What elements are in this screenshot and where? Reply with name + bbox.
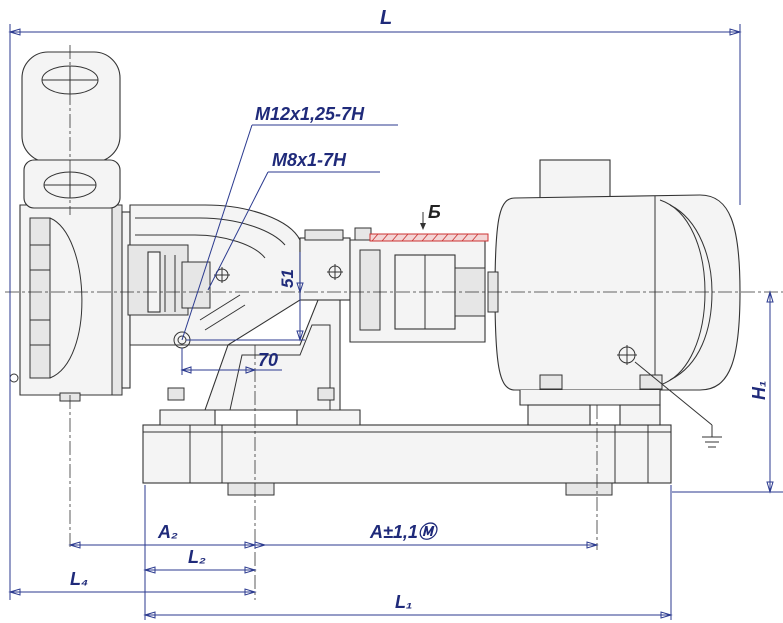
label-thread-m8: M8x1-7H: [272, 150, 347, 170]
label-H1: H₁: [749, 381, 769, 400]
dimension-lines: [8, 24, 783, 620]
label-thread-m12: M12x1,25-7H: [255, 104, 365, 124]
label-L2: L₂: [188, 547, 206, 567]
label-A2: A₂: [157, 522, 178, 542]
bearing-housing: [299, 227, 486, 343]
center-lines: [5, 45, 783, 600]
coupling-guard-hatch: [369, 233, 489, 242]
ground-symbol: [634, 361, 722, 448]
label-view-b: Б: [428, 202, 441, 222]
dimension-labels: L M12x1,25-7H M8x1-7H Б 51 70 H₁ A₂ A±1,…: [70, 7, 769, 612]
label-L1: L₁: [395, 592, 412, 612]
label-dim-70: 70: [258, 350, 278, 370]
label-A: A±1,1Ⓜ: [369, 522, 439, 542]
label-L: L: [380, 7, 392, 29]
pump-volute: [127, 204, 301, 349]
pump-nozzles: [21, 51, 121, 209]
pump-bracket: [159, 299, 361, 426]
pump-casing: [9, 204, 131, 402]
label-dim-51: 51: [278, 269, 297, 288]
label-L4: L₄: [70, 569, 88, 589]
electric-motor: [487, 159, 741, 426]
base-frame: [142, 424, 672, 496]
